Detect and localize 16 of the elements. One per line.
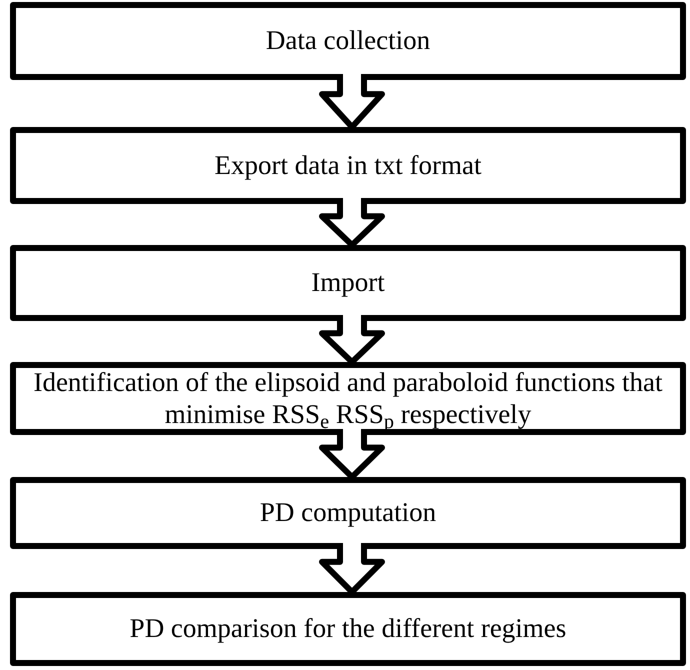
block-arrow	[319, 426, 385, 480]
block-arrow	[319, 540, 385, 595]
process-box	[10, 592, 686, 666]
step-text: Import	[311, 267, 385, 299]
step-text: PD computation	[260, 497, 436, 529]
process-box	[10, 362, 686, 435]
step-text: PD comparison for the different regimes	[130, 613, 566, 645]
block-arrow	[319, 195, 385, 248]
block-arrow	[319, 71, 385, 130]
process-box	[10, 2, 686, 80]
block-arrow	[319, 312, 385, 365]
step-text: Data collection	[266, 25, 430, 57]
step-text: Export data in txt format	[214, 150, 482, 182]
process-box	[10, 477, 686, 549]
process-box	[10, 127, 686, 204]
process-box	[10, 245, 686, 321]
